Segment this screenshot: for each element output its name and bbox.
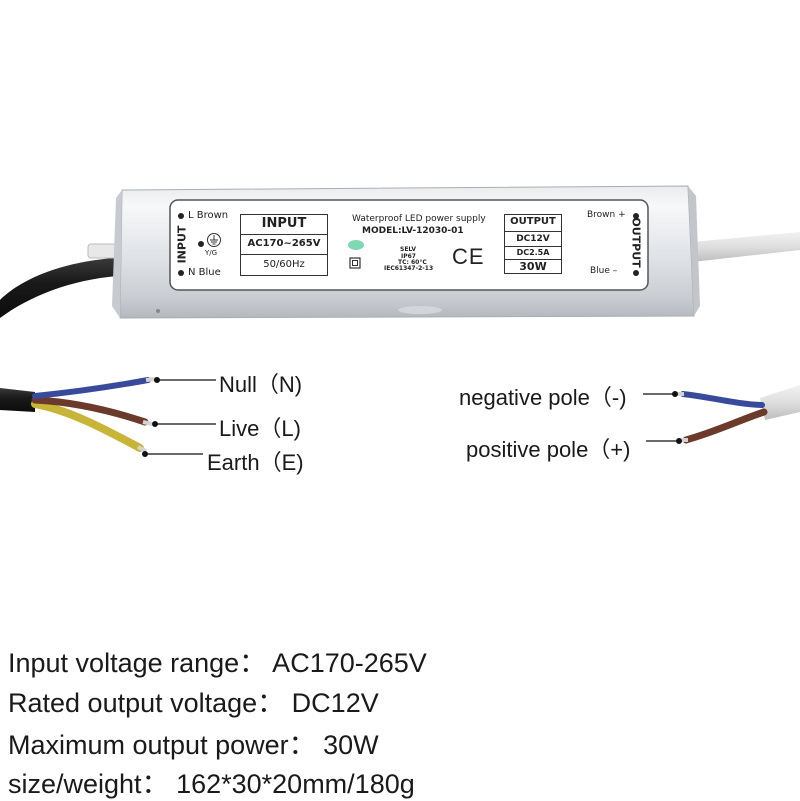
input-voltage: AC170~265V — [247, 238, 321, 249]
input-terminal-ground: Y/G — [205, 249, 218, 257]
earth-wire — [31, 400, 144, 452]
earth-wire-label: Earth（E) — [207, 450, 304, 475]
spec-input-voltage-range: Input voltage range： AC170-265V — [8, 648, 427, 678]
spec-maximum-output-power: Maximum output power： 30W — [8, 730, 379, 760]
negative-pole-label: negative pole（-) — [459, 385, 627, 410]
input-header: INPUT — [261, 216, 307, 231]
product-title: Waterproof LED power supply — [352, 214, 486, 224]
input-frequency: 50/60Hz — [263, 259, 305, 270]
negative-wire — [680, 391, 765, 408]
input-cable — [0, 258, 118, 318]
live-wire-label: Live（L) — [219, 416, 301, 441]
input-terminal-live: L Brown — [188, 210, 229, 221]
output-header: OUTPUT — [510, 216, 556, 227]
input-wire-sheath — [0, 388, 35, 412]
null-wire — [32, 377, 151, 399]
null-wire-label: Null（N) — [219, 372, 303, 397]
positive-pole-label: positive pole（+) — [466, 437, 631, 462]
device-label-plate — [169, 199, 649, 291]
output-power: 30W — [519, 260, 547, 273]
input-spec-box — [240, 214, 328, 276]
spec-size-weight: size/weight： 162*30*20mm/180g — [8, 769, 415, 799]
cert-iec: IEC61347-2-13 — [384, 265, 434, 272]
output-wire-sheath — [760, 385, 800, 420]
output-spec-box — [504, 214, 562, 274]
cert-tc: TC: 60°C — [398, 259, 427, 266]
ce-mark: CE — [452, 244, 485, 269]
output-current: DC2.5A — [516, 248, 550, 257]
positive-wire — [682, 408, 768, 444]
model-number: MODEL:LV-12030-01 — [362, 226, 464, 236]
output-side-label: OUTPUT — [629, 217, 643, 268]
input-terminal-null: N Blue — [188, 267, 221, 278]
cert-selv: SELV — [400, 246, 417, 253]
input-side-label: INPUT — [175, 225, 189, 264]
cert-ip67: IP67 — [401, 253, 416, 260]
output-terminal-positive: Brown + — [587, 210, 626, 220]
live-wire — [31, 396, 149, 426]
output-terminal-negative: Blue – — [590, 266, 618, 276]
output-cable — [692, 232, 800, 262]
spec-rated-output-voltage: Rated output voltage： DC12V — [8, 688, 379, 718]
output-voltage: DC12V — [516, 234, 550, 244]
